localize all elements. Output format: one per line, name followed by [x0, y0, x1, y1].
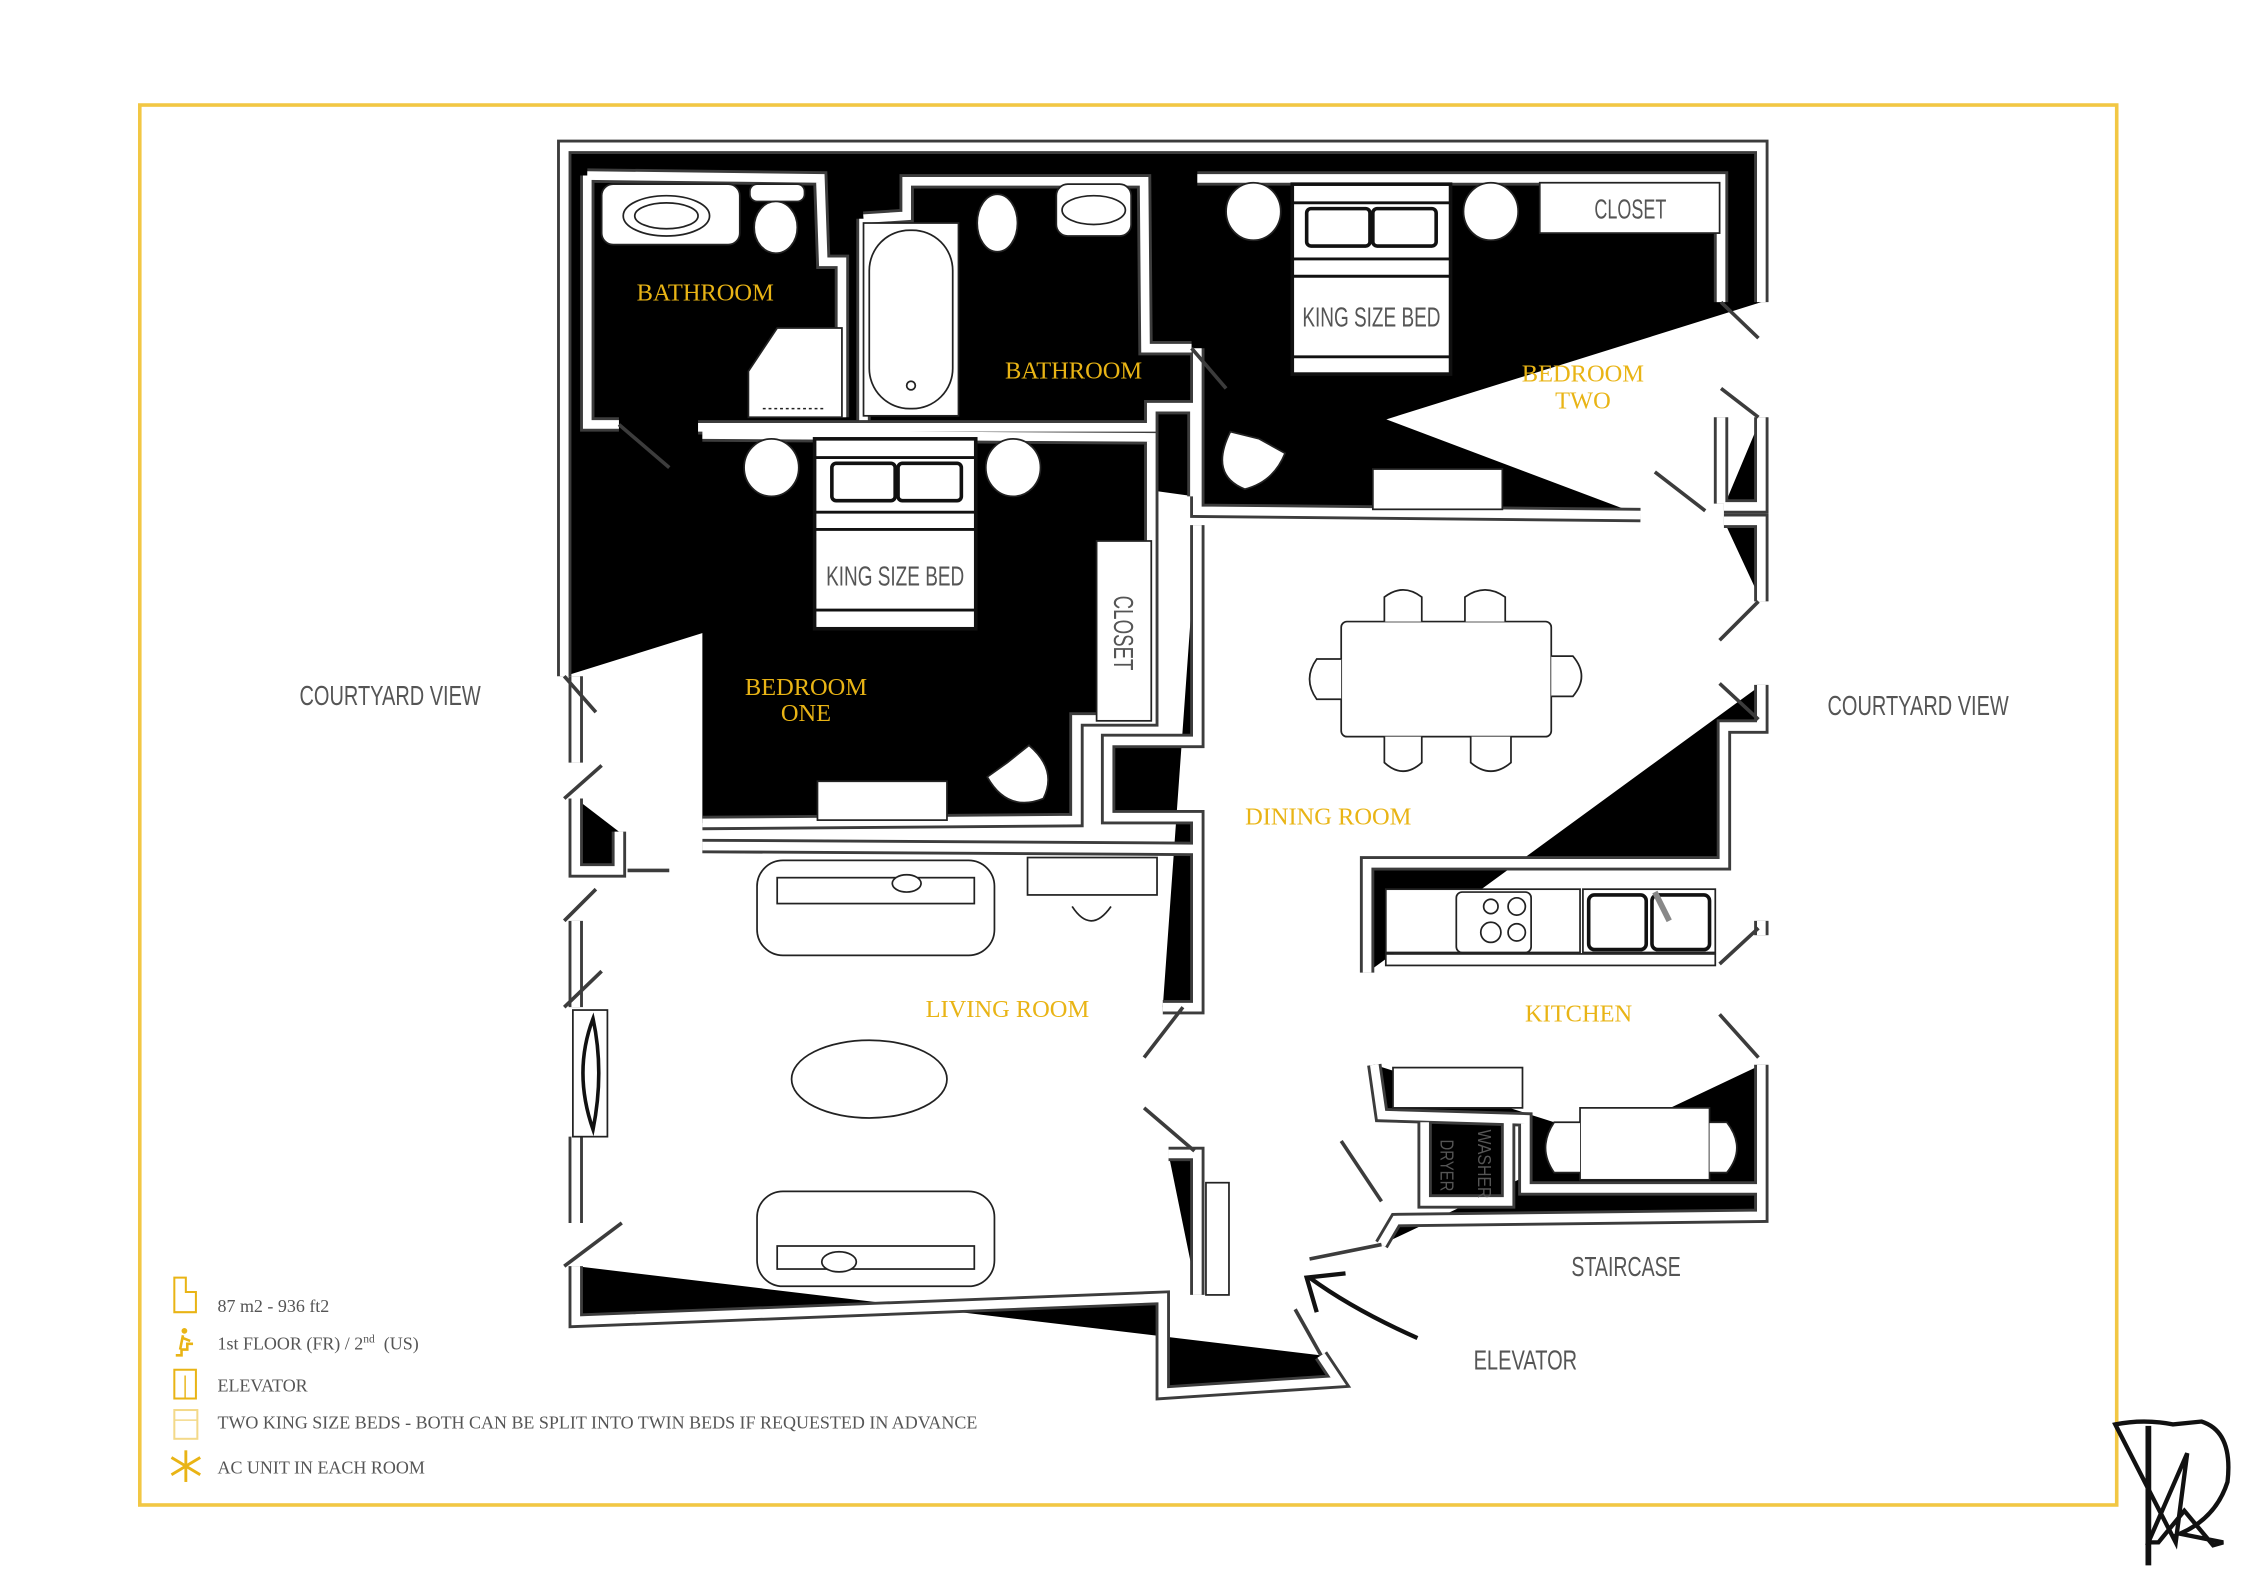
- bed-icon: [173, 1409, 199, 1440]
- legend: 87 m2 - 936 ft2 1st FLOOR (FR) / 2nd (US…: [170, 1276, 977, 1482]
- floor-area-icon: [173, 1276, 197, 1314]
- dryer-label: DRYER: [1436, 1140, 1457, 1192]
- legend-beds: TWO KING SIZE BEDS - BOTH CAN BE SPLIT I…: [217, 1413, 977, 1433]
- walls: [564, 146, 1762, 1393]
- legend-ac: AC UNIT IN EACH ROOM: [217, 1457, 424, 1477]
- snowflake-icon: [170, 1450, 201, 1482]
- entrance-arrow-icon: [1303, 1271, 1419, 1341]
- bedroom-two-furniture: [1221, 181, 1721, 511]
- room-label-kitchen: KITCHEN: [1525, 1001, 1633, 1028]
- kitchen-fixtures: [1384, 888, 1738, 1181]
- yellow-frame: [137, 103, 2119, 1507]
- legend-floor: 1st FLOOR (FR) / 2nd (US): [217, 1333, 418, 1354]
- room-label-bedroom-two-2: TWO: [1555, 388, 1611, 415]
- bed-one-label: KING SIZE BED: [826, 561, 964, 592]
- door-swings: [562, 300, 1760, 1357]
- washer-label: WASHER: [1474, 1129, 1495, 1198]
- elevator-label: ELEVATOR: [1474, 1345, 1578, 1376]
- room-label-bedroom-two: BEDROOM: [1522, 360, 1644, 387]
- bathroom-fixtures: [600, 183, 1132, 419]
- courtyard-view-left: COURTYARD VIEW: [300, 680, 481, 711]
- legend-elevator: ELEVATOR: [217, 1375, 307, 1395]
- staircase-label: STAIRCASE: [1571, 1251, 1680, 1282]
- courtyard-view-right: COURTYARD VIEW: [1828, 690, 2009, 721]
- dining-table: [1308, 589, 1583, 773]
- closet-two-label: CLOSET: [1594, 194, 1666, 225]
- legend-area: 87 m2 - 936 ft2: [217, 1296, 329, 1316]
- room-label-bedroom-one-2: ONE: [781, 700, 831, 727]
- room-label-living: LIVING ROOM: [926, 996, 1090, 1023]
- room-label-bedroom-one: BEDROOM: [745, 674, 867, 701]
- bedroom-one-furniture: [743, 437, 1153, 821]
- elevator-icon: [173, 1368, 197, 1400]
- closet-one-label: CLOSET: [1108, 596, 1139, 671]
- bed-two-label: KING SIZE BED: [1302, 302, 1440, 333]
- room-label-dining: DINING ROOM: [1245, 803, 1412, 830]
- room-label-bathroom-1: BATHROOM: [637, 280, 774, 307]
- logo: [2112, 1419, 2231, 1566]
- stairs-person-icon: [175, 1328, 194, 1357]
- living-room-furniture: [572, 856, 1230, 1296]
- room-label-bathroom-2: BATHROOM: [1005, 357, 1142, 384]
